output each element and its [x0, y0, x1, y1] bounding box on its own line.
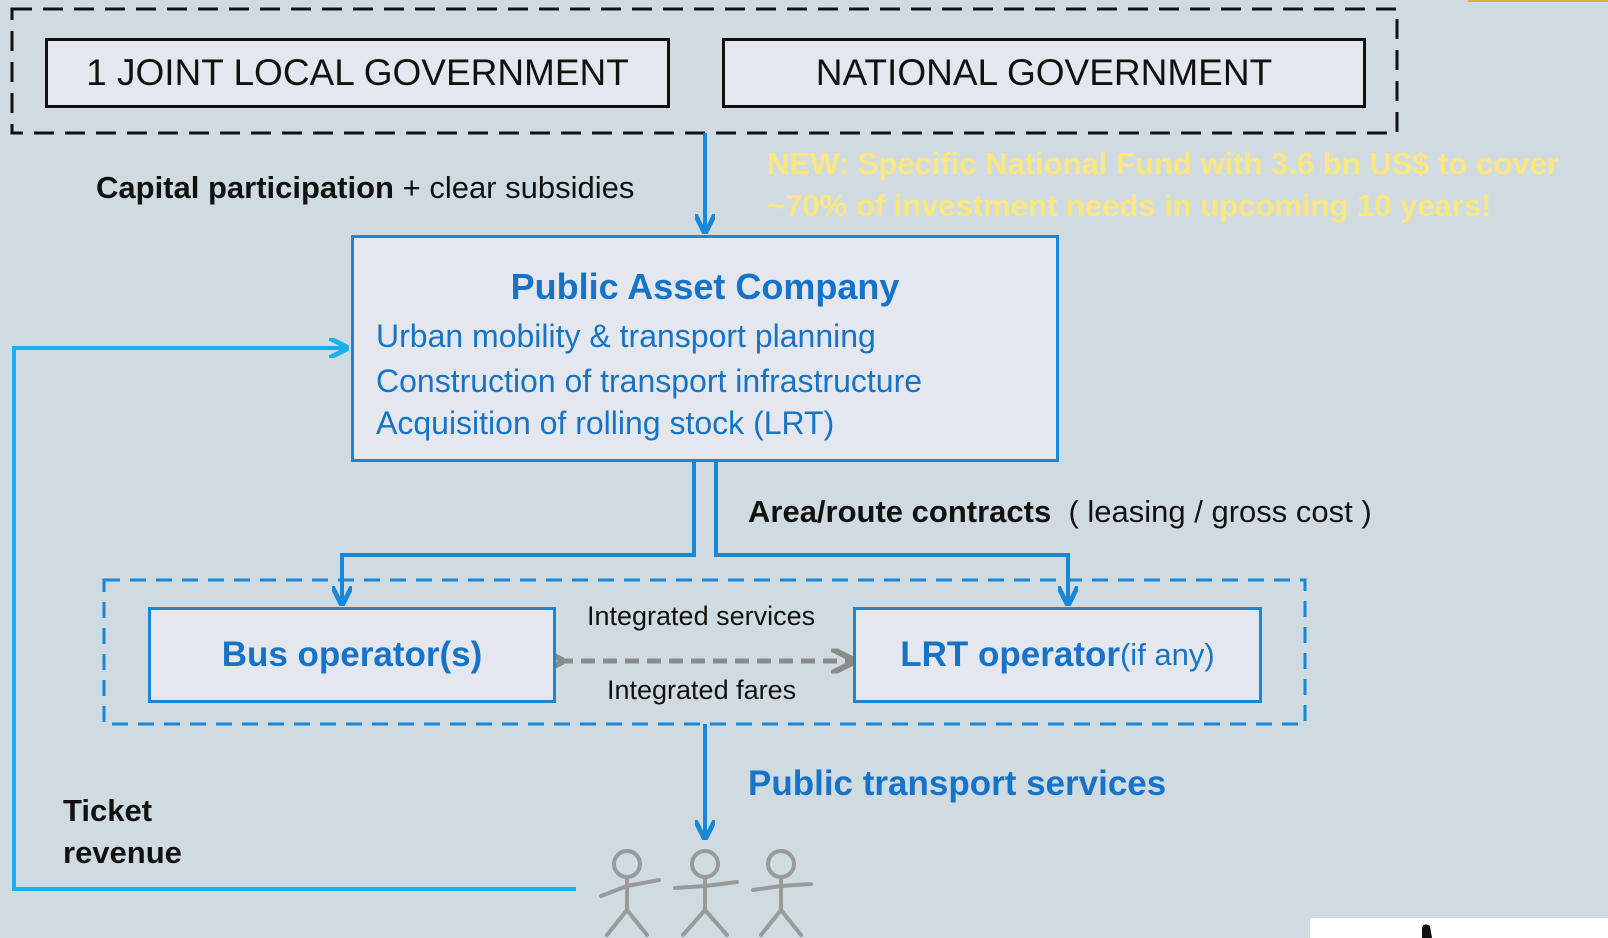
- ticket-revenue-line1: Ticket: [63, 793, 153, 828]
- clear-subsidies-text: + clear subsidies: [393, 170, 635, 205]
- contracts-label: Area/route contracts ( leasing / gross c…: [748, 494, 1372, 530]
- company-function-rolling-stock: Acquisition of rolling stock (LRT): [376, 405, 835, 441]
- corner-logo-mark: [1422, 924, 1432, 938]
- bus-operator-box: Bus operator(s): [148, 607, 556, 703]
- passenger-figure: [673, 849, 739, 937]
- public-asset-company-box: Public Asset Company Urban mobility & tr…: [351, 235, 1059, 462]
- local-government-label: 1 JOINT LOCAL GOVERNMENT: [86, 52, 629, 93]
- public-transport-services-label: Public transport services: [748, 764, 1167, 803]
- national-fund-note: NEW: Specific National Fund with 3.6 bn …: [767, 143, 1559, 227]
- lrt-operator-label: LRT operator: [900, 635, 1120, 674]
- corner-accent: [1468, 0, 1608, 2]
- national-fund-note-line2: ~70% of investment needs in upcoming 10 …: [767, 188, 1492, 223]
- passenger-figure: [599, 849, 661, 937]
- national-fund-note-line1: NEW: Specific National Fund with 3.6 bn …: [767, 146, 1559, 181]
- company-function-planning: Urban mobility & transport planning: [376, 318, 876, 354]
- passenger-figure: [751, 849, 813, 937]
- funding-label: Capital participation + clear subsidies: [96, 170, 634, 206]
- capital-participation-text: Capital participation: [96, 170, 394, 205]
- lrt-operator-box: LRT operator (if any): [853, 607, 1262, 703]
- local-government-box: 1 JOINT LOCAL GOVERNMENT: [45, 38, 670, 108]
- company-function-construction: Construction of transport infrastructure: [376, 363, 923, 399]
- national-government-label: NATIONAL GOVERNMENT: [815, 52, 1273, 93]
- company-title: Public Asset Company: [510, 266, 900, 307]
- integrated-services-label: Integrated services: [587, 601, 816, 631]
- lrt-operator-note: (if any): [1119, 637, 1215, 672]
- bus-operator-label: Bus operator(s): [221, 635, 483, 674]
- operator-group-frame: [102, 578, 1307, 726]
- national-government-box: NATIONAL GOVERNMENT: [722, 38, 1366, 108]
- ticket-revenue-line2: revenue: [63, 835, 182, 870]
- ticket-revenue-label: Ticket revenue: [63, 790, 182, 874]
- contracts-type-text: ( leasing / gross cost ): [1068, 494, 1372, 529]
- ticket-revenue-loop: [12, 348, 576, 891]
- corner-logo-panel: [1310, 918, 1608, 938]
- contracts-bold-text: Area/route contracts: [748, 494, 1052, 529]
- integrated-fares-label: Integrated fares: [607, 675, 797, 705]
